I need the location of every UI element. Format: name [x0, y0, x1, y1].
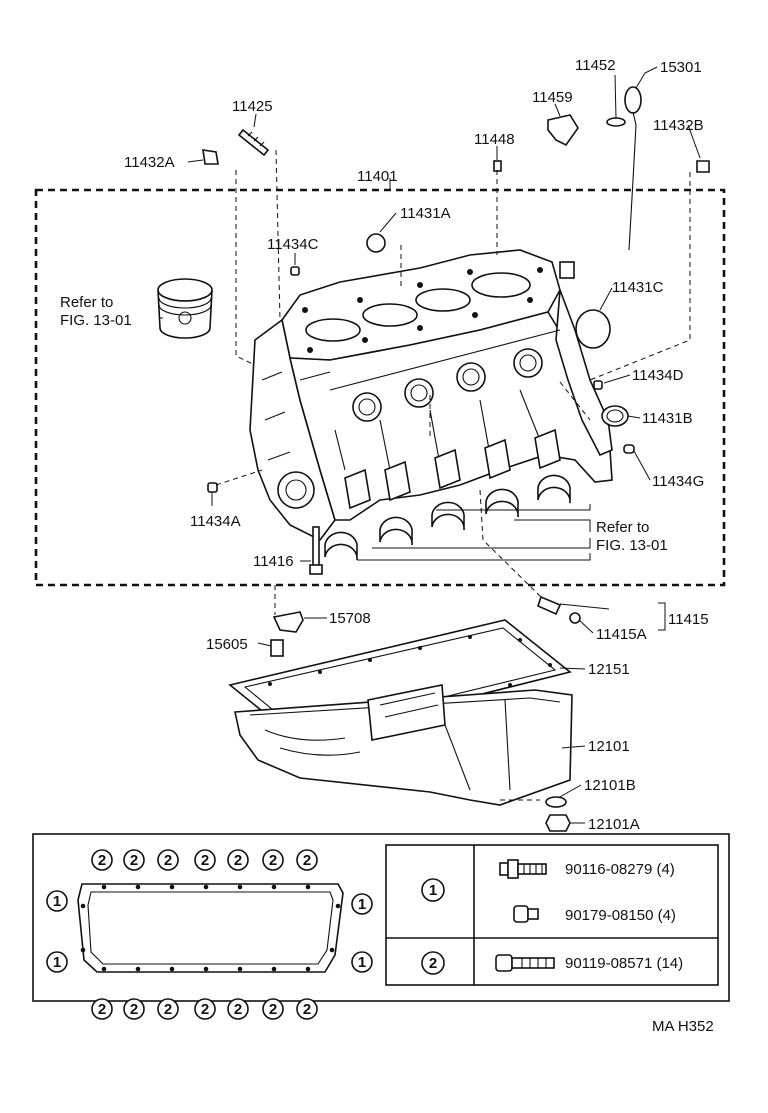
- label-11431a: 11431A: [400, 205, 451, 222]
- marker-right-2: 1: [351, 951, 373, 973]
- label-11415: 11415: [668, 611, 709, 628]
- marker-right-1: 1: [351, 893, 373, 915]
- marker-top-1: 2: [91, 849, 113, 871]
- label-12101b: 12101B: [584, 777, 636, 794]
- svg-text:2: 2: [234, 852, 242, 869]
- bearing-ref-line1: Refer to: [596, 519, 649, 536]
- stud-bolt-icon: [513, 905, 539, 923]
- label-11416: 11416: [253, 553, 294, 570]
- label-11434d: 11434D: [632, 367, 684, 384]
- svg-text:2: 2: [201, 1001, 209, 1018]
- marker-top-2: 2: [123, 849, 145, 871]
- marker-top-7: 2: [296, 849, 318, 871]
- label-11459: 11459: [532, 89, 573, 106]
- dipstick-drawing: [624, 86, 642, 251]
- svg-text:1: 1: [358, 954, 366, 971]
- legend-marker-2: 2: [421, 951, 445, 975]
- gasket-top-markers: 2 2 2 2 2 2 2: [91, 849, 318, 871]
- marker-bottom-4: 2: [194, 998, 216, 1020]
- marker-bottom-2: 2: [123, 998, 145, 1020]
- svg-text:2: 2: [303, 1001, 311, 1018]
- svg-text:2: 2: [98, 852, 106, 869]
- svg-text:2: 2: [303, 852, 311, 869]
- label-15301: 15301: [660, 59, 702, 76]
- bearing-ref-line2: FIG. 13-01: [596, 537, 668, 554]
- svg-text:2: 2: [164, 1001, 172, 1018]
- svg-text:2: 2: [164, 852, 172, 869]
- engine-block-assembly-boundary: [34, 188, 726, 587]
- svg-text:2: 2: [269, 852, 277, 869]
- piston-ref-line1: Refer to: [60, 294, 113, 311]
- piston-ref-line2: FIG. 13-01: [60, 312, 132, 329]
- label-12101a: 12101A: [588, 816, 640, 833]
- svg-text:2: 2: [130, 1001, 138, 1018]
- svg-text:2: 2: [201, 852, 209, 869]
- marker-bottom-5: 2: [227, 998, 249, 1020]
- long-bolt-icon: [495, 954, 555, 972]
- marker-top-4: 2: [194, 849, 216, 871]
- label-11432a: 11432A: [124, 154, 175, 171]
- marker-bottom-7: 2: [296, 998, 318, 1020]
- marker-top-3: 2: [157, 849, 179, 871]
- label-15605: 15605: [206, 636, 248, 653]
- bolt-pattern-panel: [32, 833, 730, 1002]
- piston-drawing: [157, 278, 213, 339]
- label-11434c: 11434C: [267, 236, 319, 253]
- label-11431b: 11431B: [642, 410, 693, 427]
- label-11434g: 11434G: [652, 473, 704, 490]
- legend-marker-1: 1: [421, 878, 445, 902]
- bolt-legend-table: 1 2 90116-08279 (4) 90179-08150 (4) 9011…: [385, 844, 719, 986]
- label-11425: 11425: [232, 98, 273, 115]
- label-11452: 11452: [575, 57, 616, 74]
- marker-bottom-1: 2: [91, 998, 113, 1020]
- flange-bolt-icon: [499, 859, 547, 879]
- label-11401: 11401: [357, 168, 398, 185]
- svg-text:1: 1: [429, 882, 437, 899]
- svg-text:2: 2: [269, 1001, 277, 1018]
- svg-text:2: 2: [429, 955, 437, 972]
- marker-left-2: 1: [46, 951, 68, 973]
- leader-lines: [160, 66, 701, 824]
- part-number-labels: 11452 15301 11459 11425 11448 11432B 114…: [60, 57, 709, 833]
- cylinder-block-drawing: [249, 249, 613, 542]
- oil-pan-drawing: [234, 684, 573, 806]
- label-11432b: 11432B: [653, 117, 704, 134]
- svg-text:1: 1: [53, 954, 61, 971]
- marker-top-6: 2: [262, 849, 284, 871]
- oil-pan-gasket-plan-view: [77, 883, 344, 973]
- dipstick-guide-drawing: [559, 117, 626, 279]
- figure-code: MA H352: [652, 1018, 714, 1035]
- marker-bottom-6: 2: [262, 998, 284, 1020]
- svg-text:1: 1: [358, 896, 366, 913]
- small-parts-drawing: [202, 114, 710, 832]
- label-11448: 11448: [474, 131, 515, 148]
- main-bearings-drawing: [324, 474, 571, 561]
- label-11415a: 11415A: [596, 626, 647, 643]
- svg-text:2: 2: [130, 852, 138, 869]
- label-11431c: 11431C: [612, 279, 664, 296]
- svg-text:2: 2: [98, 1001, 106, 1018]
- legend-part-3: 90119-08571 (14): [565, 955, 683, 972]
- gasket-bottom-markers: 2 2 2 2 2 2 2: [91, 998, 318, 1020]
- label-12101: 12101: [588, 738, 630, 755]
- legend-part-1: 90116-08279 (4): [565, 861, 675, 878]
- label-11434a: 11434A: [190, 513, 241, 530]
- marker-top-5: 2: [227, 849, 249, 871]
- label-12151: 12151: [588, 661, 630, 678]
- legend-part-2: 90179-08150 (4): [565, 907, 676, 924]
- marker-bottom-3: 2: [157, 998, 179, 1020]
- label-15708: 15708: [329, 610, 371, 627]
- gasket-side-markers: 1 1 1 1: [46, 890, 373, 973]
- marker-left-1: 1: [46, 890, 68, 912]
- svg-text:2: 2: [234, 1001, 242, 1018]
- svg-text:1: 1: [53, 893, 61, 910]
